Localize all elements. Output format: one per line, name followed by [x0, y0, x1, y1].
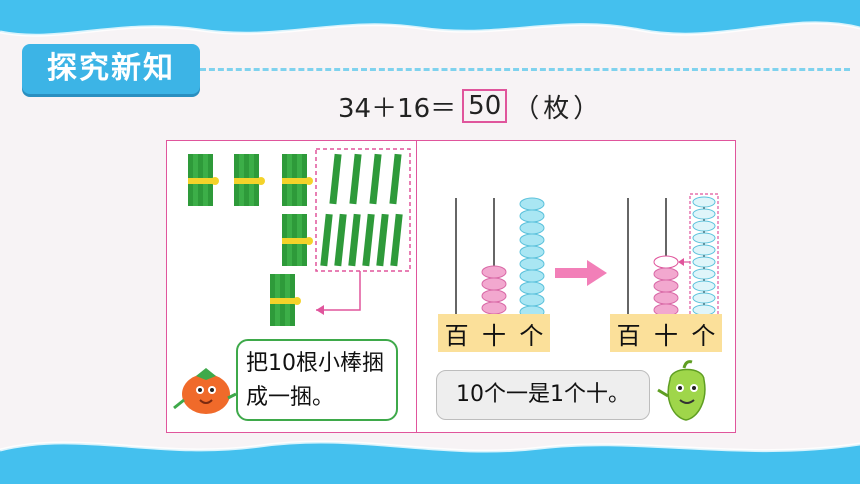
place-labels-before: 百 十 个 — [438, 314, 550, 352]
abacus-before — [455, 197, 545, 316]
title-tab — [22, 44, 200, 94]
place-hundreds: 百 — [444, 321, 469, 350]
place-ones: 个 — [691, 321, 716, 350]
arrow-right-icon — [555, 260, 607, 286]
page-title: 探究新知 — [47, 51, 175, 86]
speech-bubble-bundle: 把10根小棒捆成一捆。 — [236, 339, 398, 421]
place-hundreds: 百 — [616, 321, 641, 350]
equation-expression: 34＋16＝ — [338, 93, 457, 124]
place-tens: 十 — [653, 321, 678, 350]
equation-answer-box: 50 — [462, 89, 508, 123]
bottom-wave-decoration — [0, 440, 860, 484]
divider-dashed-line — [200, 68, 850, 71]
abacus-after — [627, 193, 719, 316]
sticks-illustration — [188, 148, 411, 326]
place-tens: 十 — [481, 321, 506, 350]
equation: 34＋16＝ 50 （枚） — [338, 88, 603, 124]
tomato-mascot-icon — [173, 368, 237, 414]
pepper-mascot-icon — [657, 360, 706, 421]
equation-unit: （枚） — [513, 93, 604, 124]
bundle-group — [188, 154, 313, 326]
place-labels-after: 百 十 个 — [610, 314, 722, 352]
place-ones: 个 — [519, 321, 544, 350]
top-wave-decoration — [0, 0, 860, 37]
speech-bubble-ten: 10个一是1个十。 — [436, 370, 650, 420]
